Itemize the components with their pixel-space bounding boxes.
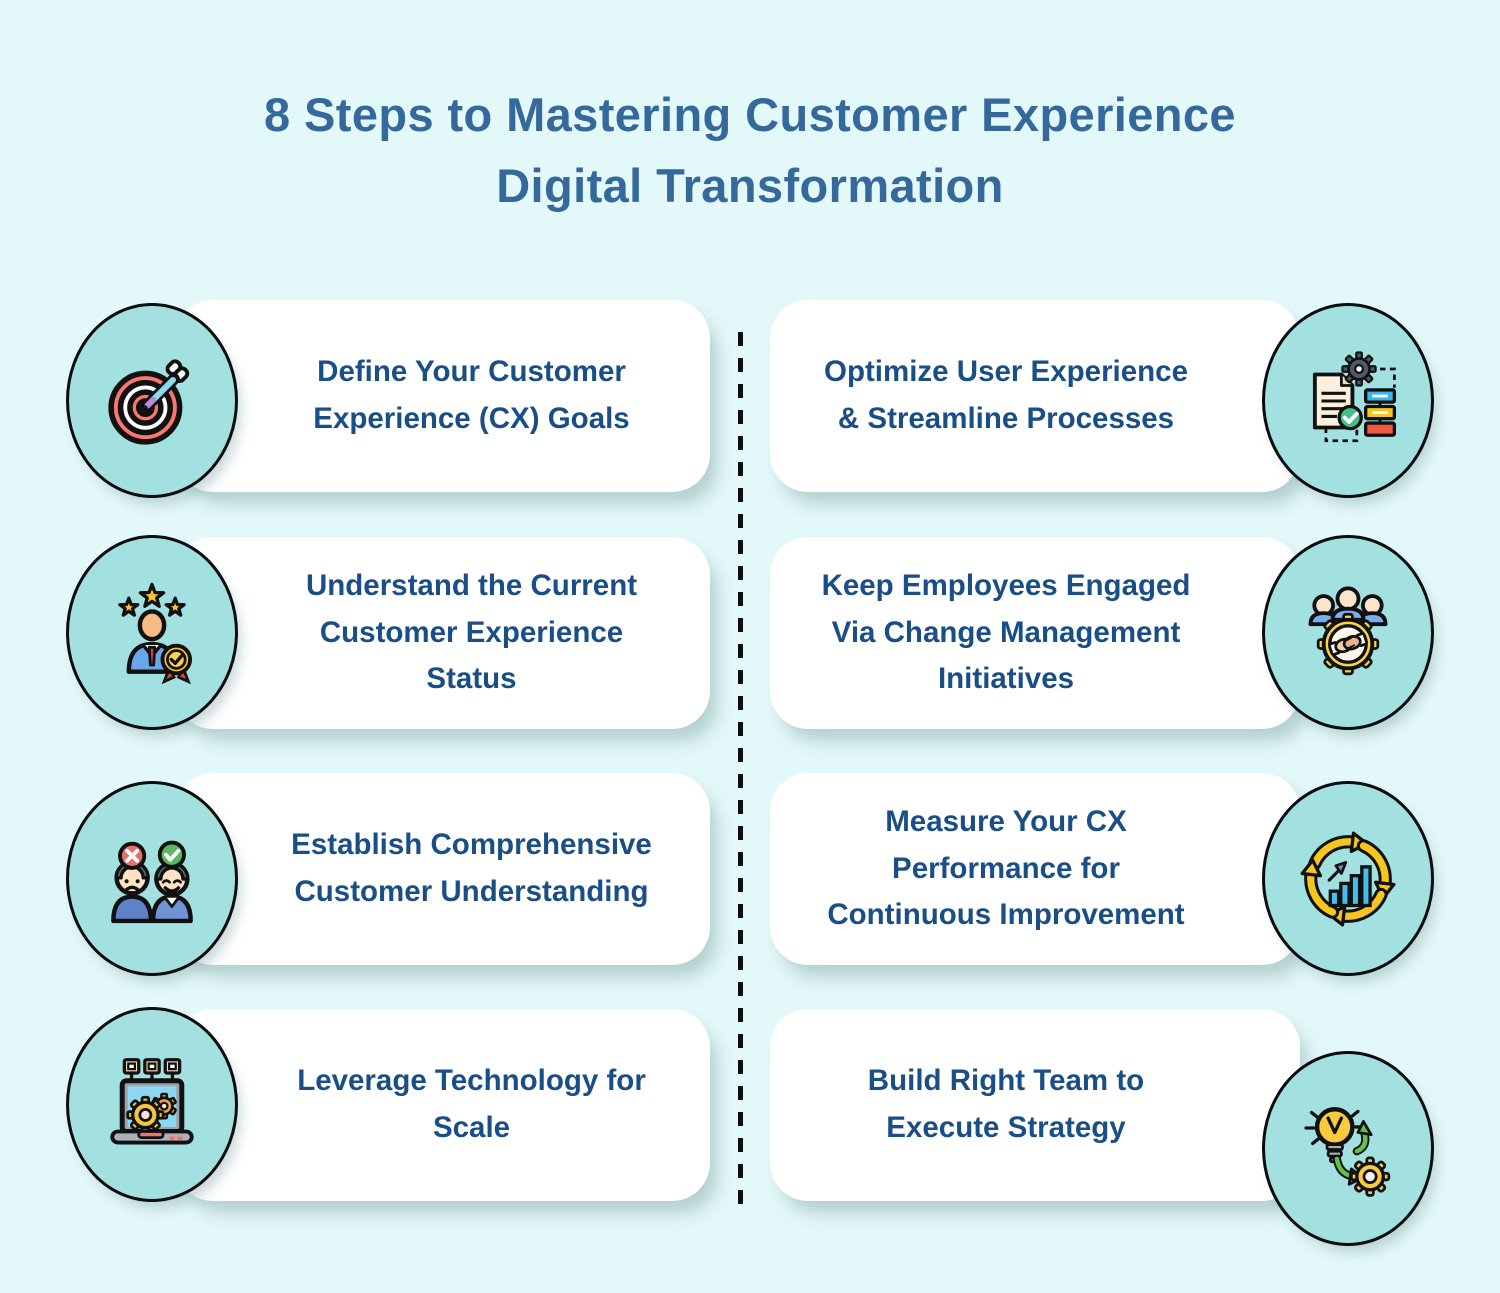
step-row-6: Keep Employees Engaged Via Change Manage… bbox=[0, 535, 1500, 733]
step-card-7: Measure Your CX Performance for Continuo… bbox=[770, 773, 1300, 965]
step-icon-circle-2 bbox=[66, 535, 238, 730]
center-dashed-divider bbox=[738, 332, 743, 1216]
employee-engagement-icon bbox=[1308, 585, 1388, 675]
step-icon-circle-5 bbox=[1262, 303, 1434, 498]
step-label-1: Define Your Customer Experience (CX) Goa… bbox=[313, 355, 630, 435]
idea-to-execution-icon bbox=[1304, 1106, 1391, 1197]
step-card-8: Build Right Team to Execute Strategy bbox=[770, 1009, 1300, 1201]
step-row-3: Establish Comprehensive Customer Underst… bbox=[0, 773, 1500, 976]
step-card-6: Keep Employees Engaged Via Change Manage… bbox=[770, 537, 1300, 729]
technology-laptop-gears-icon bbox=[110, 1057, 194, 1144]
step-icon-circle-7 bbox=[1262, 781, 1434, 976]
process-optimization-icon bbox=[1312, 350, 1397, 442]
step-label-5: Optimize User Experience & Streamline Pr… bbox=[824, 355, 1188, 435]
step-label-2: Understand the Current Customer Experien… bbox=[305, 569, 638, 696]
step-icon-circle-6 bbox=[1262, 535, 1434, 730]
step-label-3: Establish Comprehensive Customer Underst… bbox=[291, 828, 652, 908]
customer-rating-award-icon bbox=[118, 582, 193, 684]
step-label-8: Build Right Team to Execute Strategy bbox=[867, 1064, 1145, 1144]
step-card-2: Understand the Current Customer Experien… bbox=[175, 537, 710, 729]
step-icon-circle-1 bbox=[66, 303, 238, 498]
step-card-4: Leverage Technology for Scale bbox=[175, 1009, 710, 1201]
target-dartboard-icon bbox=[108, 358, 190, 445]
title-line-2: Digital Transformation bbox=[496, 158, 1004, 212]
step-row-4: Leverage Technology for Scale bbox=[0, 1007, 1500, 1205]
page-title: 8 Steps to Mastering Customer Experience… bbox=[0, 80, 1500, 221]
step-icon-circle-4 bbox=[66, 1007, 238, 1202]
step-card-1: Define Your Customer Experience (CX) Goa… bbox=[175, 300, 710, 492]
step-row-7: Measure Your CX Performance for Continuo… bbox=[0, 773, 1500, 976]
step-label-7: Measure Your CX Performance for Continuo… bbox=[827, 805, 1185, 932]
customer-sentiment-icon bbox=[111, 840, 193, 923]
step-row-5: Optimize User Experience & Streamline Pr… bbox=[0, 300, 1500, 498]
step-icon-circle-3 bbox=[66, 781, 238, 976]
step-row-8: Build Right Team to Execute Strategy bbox=[0, 1009, 1500, 1246]
step-row-1: Define Your Customer Experience (CX) Goa… bbox=[0, 300, 1500, 498]
step-row-2: Understand the Current Customer Experien… bbox=[0, 535, 1500, 733]
performance-cycle-icon bbox=[1295, 826, 1401, 932]
step-icon-circle-8 bbox=[1262, 1051, 1434, 1246]
step-card-5: Optimize User Experience & Streamline Pr… bbox=[770, 300, 1300, 492]
step-card-3: Establish Comprehensive Customer Underst… bbox=[175, 773, 710, 965]
title-line-1: 8 Steps to Mastering Customer Experience bbox=[264, 88, 1236, 141]
step-label-6: Keep Employees Engaged Via Change Manage… bbox=[821, 569, 1191, 696]
step-label-4: Leverage Technology for Scale bbox=[297, 1064, 646, 1144]
